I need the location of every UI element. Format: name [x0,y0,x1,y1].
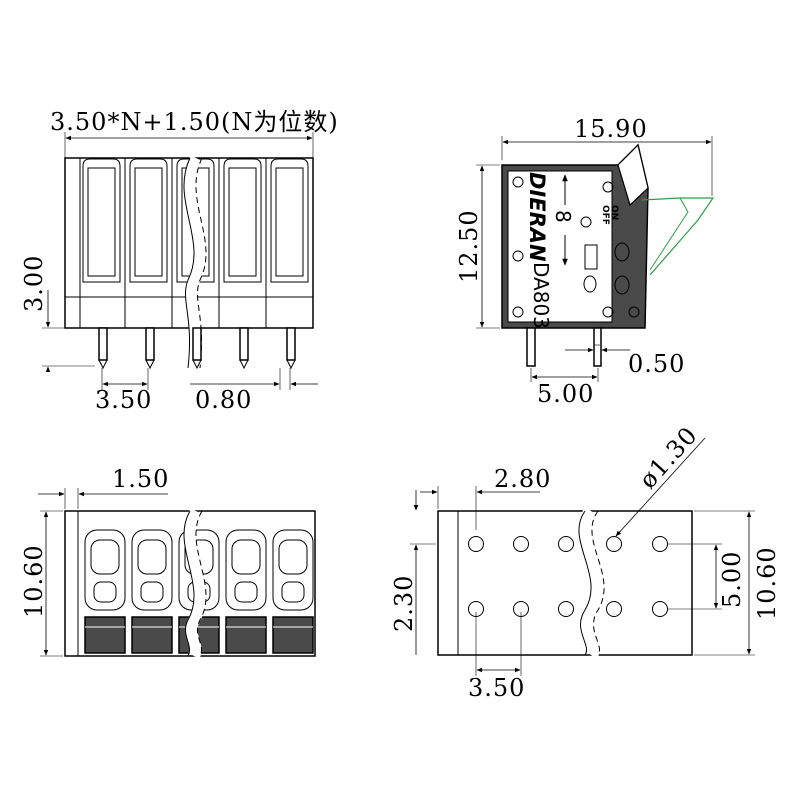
pcb-hole [558,601,574,617]
front-pin [98,327,108,361]
side-hole [512,250,524,262]
ce-mark-icon [583,275,597,293]
side-view: DIERAN DA803 8 ON OFF 15.90 12.50 5.00 [455,115,715,408]
top-view-cells [84,507,314,659]
front-view: 3.50*N+1.50(N为位数) 3.00 3.50 0.80 [20,108,339,414]
pcb-row-spacing-label: 5.00 [718,551,746,608]
cert-mark-icon [614,242,630,262]
width-formula-label: 3.50*N+1.50(N为位数) [50,108,339,136]
top-offset-label: 1.50 [112,465,169,493]
model-text: DA803 [529,262,553,329]
front-slot [129,158,168,283]
front-slot [270,158,309,283]
pcb-edge-offset-label: 2.80 [494,465,551,493]
pcb-hole [652,536,668,552]
switch-on-label: ON [609,205,619,220]
front-view-slots [82,155,309,369]
pcb-hole [606,536,622,552]
side-hole [602,181,614,193]
pcb-hole [606,601,622,617]
front-slot [223,158,262,283]
side-hole [602,306,614,318]
side-pin-thickness-label: 0.50 [628,350,685,378]
side-hole [580,216,592,228]
front-view-pins [98,327,296,370]
pcb-hole [513,536,529,552]
side-view-holes [512,176,640,318]
pcb-height-label: 10.60 [753,546,781,620]
side-hole [628,306,640,318]
brand-text: DIERAN [525,172,549,262]
pcb-pitch-label: 3.50 [468,674,525,702]
pcb-hole [652,601,668,617]
front-slot [176,158,215,283]
front-pin [286,327,296,361]
top-view: 1.50 10.60 [20,465,316,659]
front-slot [82,158,121,283]
top-height-label: 10.60 [20,544,48,618]
side-hole [512,176,524,188]
side-height-label: 12.50 [455,209,483,283]
pcb-row-offset-label: 2.30 [390,575,418,632]
top-cell [84,529,126,611]
top-cell [131,529,173,611]
side-pin-spacing-label: 5.00 [537,380,594,408]
tuv-mark-icon [614,275,630,295]
pcb-hole [468,536,484,552]
front-pin [239,327,249,361]
side-length-label: 15.90 [574,115,648,143]
pcb-outline [437,510,693,656]
top-cell [272,529,314,611]
side-hole [512,306,524,318]
pcb-layout: 2.80 ø1.30 2.30 5.00 10.60 3.50 [390,421,781,702]
top-cell [225,529,267,611]
front-height-label: 3.00 [20,255,48,312]
switch-off-label: OFF [600,205,610,225]
side-pin-left [526,327,536,367]
lever-open-outline [641,197,715,276]
pcb-hole-diameter-label: ø1.30 [634,421,704,494]
ul-mark-icon [584,244,598,270]
front-pin [192,327,202,361]
pcb-hole [558,536,574,552]
front-pin-width-label: 0.80 [195,386,252,414]
front-pitch-label: 3.50 [95,386,152,414]
number-label: 8 [551,210,575,223]
front-pin [145,327,155,361]
side-pin-right [593,327,602,367]
